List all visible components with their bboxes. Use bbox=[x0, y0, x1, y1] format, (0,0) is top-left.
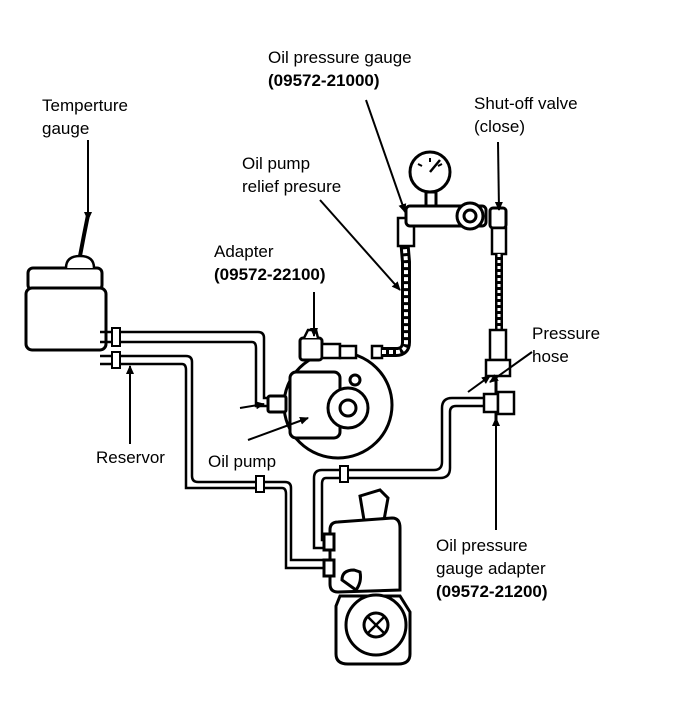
temperature-gauge-line1: Temperture bbox=[42, 96, 128, 115]
gauge-adapter-part: (09572-21200) bbox=[436, 582, 548, 601]
pressure-hose-line2: hose bbox=[532, 347, 569, 366]
shutoff-valve-line2: (close) bbox=[474, 117, 526, 136]
temperature-probe bbox=[78, 214, 90, 257]
leader-lines bbox=[84, 99, 533, 530]
oil-pressure-gauge-part: (09572-21000) bbox=[268, 71, 380, 90]
pressure-hose-line1: Pressure bbox=[532, 324, 601, 343]
gauge-adapter-line1: Oil pressure bbox=[436, 536, 528, 555]
reservoir-text: Reservor bbox=[96, 448, 165, 467]
adapter-part: (09572-22100) bbox=[214, 265, 326, 284]
adapter-name: Adapter bbox=[214, 242, 274, 261]
oil-pressure-gauge-name: Oil pressure gauge bbox=[268, 48, 412, 67]
oil-pump-text: Oil pump bbox=[208, 452, 277, 471]
label-temperature-gauge: Temperture gauge bbox=[42, 94, 128, 140]
shutoff-valve-line1: Shut-off valve bbox=[474, 94, 578, 113]
pump-outlet-fittings bbox=[320, 342, 384, 360]
gauge-adapter-line2: gauge adapter bbox=[436, 559, 546, 578]
reservoir-tank bbox=[24, 254, 108, 352]
label-shutoff-valve: Shut-off valve (close) bbox=[474, 92, 578, 138]
label-relief-pressure: Oil pump relief presure bbox=[242, 152, 341, 198]
reservoir-lines bbox=[100, 330, 330, 570]
pressure-hose bbox=[312, 396, 484, 550]
steering-gearbox bbox=[322, 488, 412, 666]
label-oil-pump: Oil pump bbox=[208, 450, 276, 473]
relief-line bbox=[382, 237, 411, 357]
label-pressure-hose: Pressure hose bbox=[532, 322, 600, 368]
temperature-gauge-line2: gauge bbox=[42, 119, 90, 138]
label-reservoir: Reservor bbox=[96, 446, 165, 469]
label-adapter: Adapter (09572-22100) bbox=[214, 240, 326, 286]
relief-pressure-line1: Oil pump bbox=[242, 154, 311, 173]
label-oil-pressure-gauge: Oil pressure gauge (09572-21000) bbox=[268, 46, 412, 92]
gauge-adapter bbox=[482, 390, 516, 416]
label-gauge-adapter: Oil pressure gauge adapter (09572-21200) bbox=[436, 534, 548, 603]
relief-pressure-line2: relief presure bbox=[242, 177, 342, 196]
pressure-gauge bbox=[404, 150, 508, 231]
